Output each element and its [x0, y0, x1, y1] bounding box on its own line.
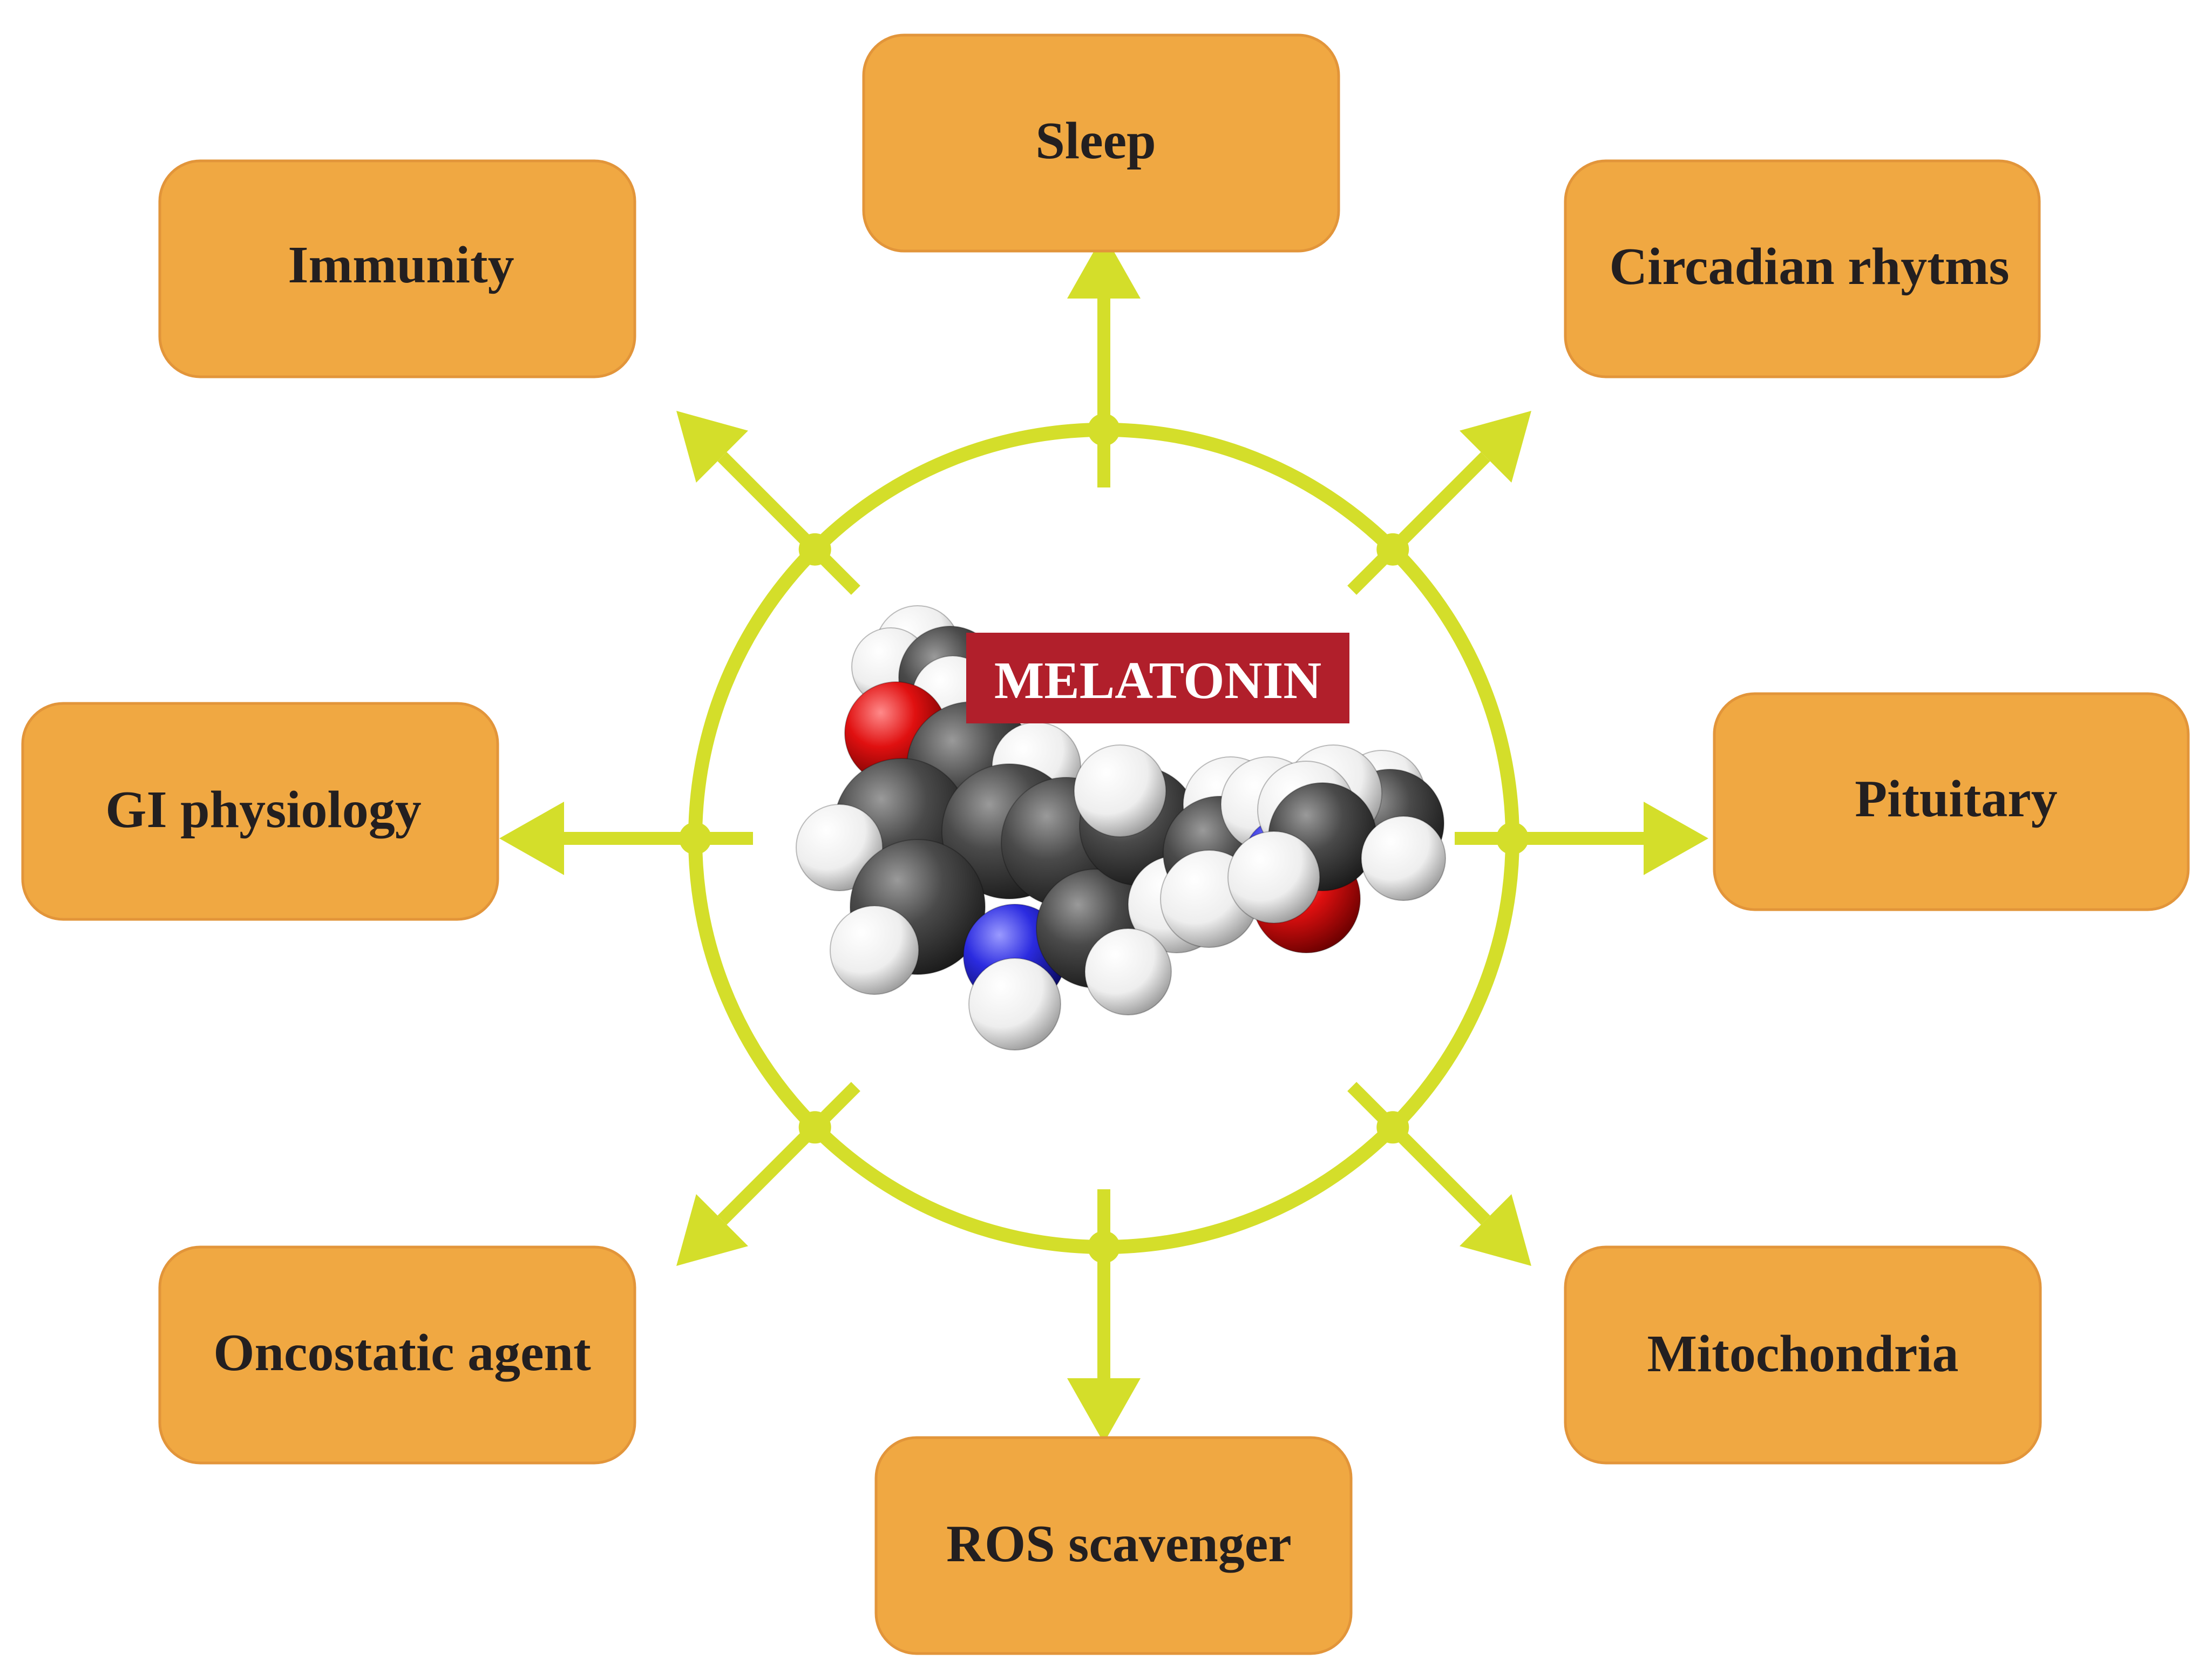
- hydrogen-atom: [1227, 831, 1320, 924]
- spoke-circadian: [1347, 452, 1490, 595]
- arrowhead-mitochondria: [1460, 1194, 1531, 1266]
- hydrogen-atom: [968, 958, 1061, 1051]
- hydrogen-atom: [1084, 928, 1172, 1015]
- hydrogen-atom: [1361, 816, 1446, 901]
- arrowhead-ros: [1067, 1378, 1141, 1443]
- sleep-box: Sleep: [862, 33, 1340, 253]
- arrowhead-sleep: [1067, 234, 1141, 299]
- junction-dot-circadian: [1376, 533, 1409, 566]
- hydrogen-atom: [830, 905, 919, 995]
- arrowhead-circadian: [1460, 411, 1531, 483]
- immunity-box: Immunity: [158, 159, 636, 378]
- melatonin-title: MELATONIN: [966, 633, 1349, 723]
- pituitary-box: Pituitary: [1713, 692, 2190, 911]
- arrowhead-oncostatic: [676, 1194, 748, 1266]
- circadian-rhythms-box: Circadian rhytms: [1564, 159, 2041, 378]
- hydrogen-atom: [796, 804, 883, 891]
- gi-physiology-label: GI physiology: [105, 781, 421, 839]
- junction-dot-pituitary: [1496, 822, 1529, 855]
- junction-dot-immunity: [798, 533, 831, 566]
- junction-dot-mitochondria: [1376, 1111, 1409, 1144]
- hydrogen-atom: [1074, 744, 1166, 837]
- arrowhead-pituitary: [1644, 802, 1708, 875]
- mitochondria-box: Mitochondria: [1564, 1245, 2042, 1465]
- oncostatic-agent-box: Oncostatic agent: [158, 1245, 636, 1465]
- spoke-mitochondria: [1347, 1082, 1490, 1225]
- oncostatic-agent-label: Oncostatic agent: [213, 1324, 591, 1382]
- junction-dot-oncostatic: [798, 1111, 831, 1144]
- connector-ring-group: [499, 234, 1708, 1443]
- mitochondria-label: Mitochondria: [1647, 1325, 1958, 1383]
- ros-scavenger-label: ROS scavenger: [946, 1515, 1292, 1573]
- gi-physiology-box: GI physiology: [21, 702, 499, 921]
- circadian-rhythms-label: Circadian rhytms: [1609, 238, 2009, 296]
- spoke-immunity: [717, 452, 860, 595]
- junction-dot-ros: [1088, 1231, 1120, 1263]
- pituitary-label: Pituitary: [1855, 770, 2058, 828]
- junction-dot-gi: [679, 822, 711, 855]
- arrowhead-immunity: [676, 411, 748, 483]
- sleep-label: Sleep: [1035, 112, 1156, 170]
- melatonin-title-text: MELATONIN: [994, 652, 1321, 710]
- melatonin-title-background: [966, 633, 1349, 723]
- ros-scavenger-box: ROS scavenger: [874, 1436, 1353, 1655]
- arrowhead-gi: [499, 802, 564, 875]
- junction-dot-sleep: [1088, 414, 1120, 446]
- spoke-oncostatic: [717, 1082, 860, 1225]
- immunity-label: Immunity: [288, 236, 514, 294]
